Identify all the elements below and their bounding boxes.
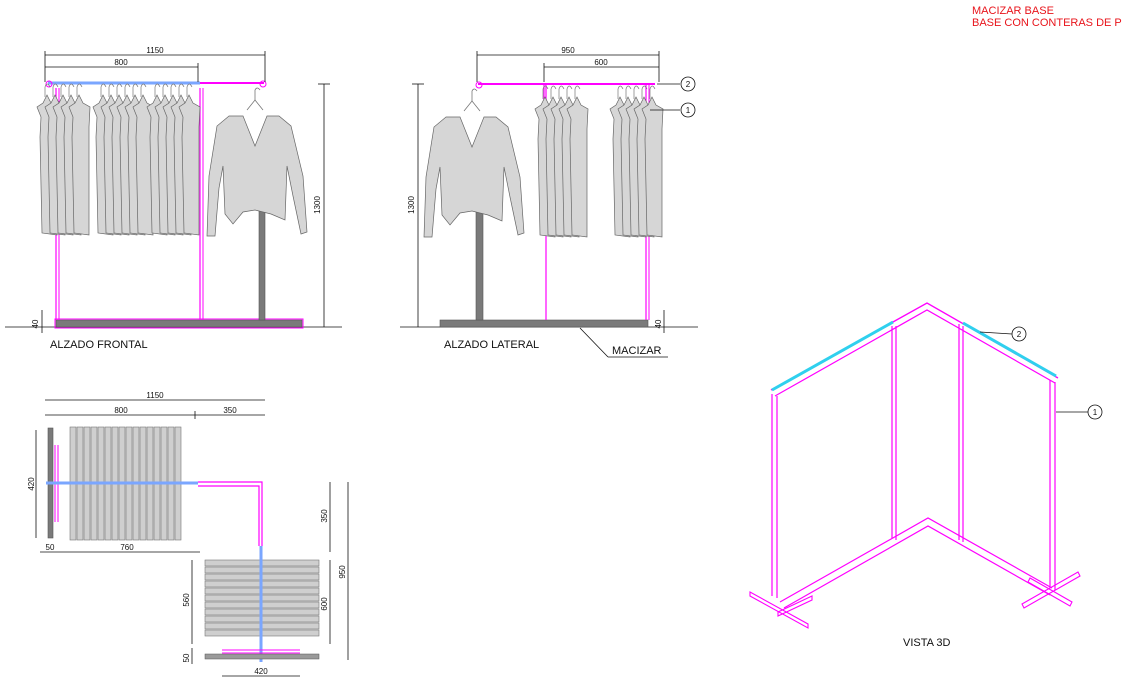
dim-front-total: 1150 xyxy=(146,46,164,55)
dim-front-base: 40 xyxy=(31,319,40,328)
dim-front-height: 1300 xyxy=(313,196,322,214)
callout-1-iso: 1 xyxy=(1093,408,1098,417)
dim-front-rail: 800 xyxy=(114,58,128,67)
plan-view: 1150 800 350 420 50 760 350 950 560 50 6… xyxy=(27,391,349,677)
callout-2-iso: 2 xyxy=(1017,330,1022,339)
note-macizar-base: MACIZAR BASE xyxy=(972,5,1054,17)
shirt-group-3 xyxy=(146,83,201,236)
dim-plan-offset: 350 xyxy=(223,406,237,415)
dim-side-rail: 600 xyxy=(594,58,608,67)
label-vista-3d: VISTA 3D xyxy=(903,637,951,649)
note-base-conteras: BASE CON CONTERAS DE P xyxy=(972,17,1122,29)
front-elevation: 1150 800 1300 40 ALZADO FRONTAL xyxy=(5,46,342,351)
callout-2-side: 2 xyxy=(686,80,691,89)
dim-side-height: 1300 xyxy=(407,196,416,214)
sweater-side xyxy=(423,88,525,238)
dim-plan-v600: 600 xyxy=(320,597,329,611)
dim-plan-total: 1150 xyxy=(146,391,164,400)
dim-plan-rail: 800 xyxy=(114,406,128,415)
dim-side-total: 950 xyxy=(561,46,575,55)
shirt-group-1 xyxy=(36,83,91,236)
dim-plan-depth: 420 xyxy=(27,477,36,491)
shirt-group-side-2 xyxy=(609,85,664,238)
dim-plan-v950: 950 xyxy=(338,565,347,579)
dim-plan-width: 760 xyxy=(120,543,134,552)
dim-plan-bottom: 420 xyxy=(254,667,268,676)
dim-plan-v560: 560 xyxy=(182,593,191,607)
shirt-group-2 xyxy=(92,83,155,236)
dim-plan-v50: 50 xyxy=(182,653,191,662)
side-elevation: 950 600 1300 40 2 1 MACIZAR ALZADO LATER… xyxy=(400,46,698,358)
dim-plan-v350: 350 xyxy=(320,509,329,523)
label-macizar: MACIZAR xyxy=(612,345,662,357)
dim-side-base: 40 xyxy=(654,319,663,328)
label-alzado-frontal: ALZADO FRONTAL xyxy=(50,339,148,351)
iso-view: 2 1 VISTA 3D xyxy=(749,302,1103,649)
dim-plan-post: 50 xyxy=(46,543,55,552)
label-alzado-lateral: ALZADO LATERAL xyxy=(444,339,539,351)
sweater-front xyxy=(206,87,308,237)
shirt-group-side-1 xyxy=(534,85,589,238)
callout-1-side: 1 xyxy=(686,106,691,115)
